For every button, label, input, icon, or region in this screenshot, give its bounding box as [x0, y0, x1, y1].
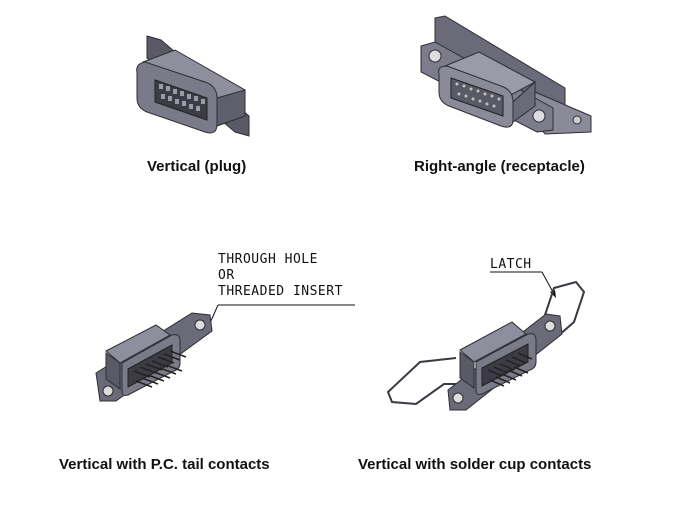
- vertical-plug-illustration: [125, 28, 265, 143]
- callout-mounting-line-3: THREADED INSERT: [218, 284, 343, 299]
- callout-latch: LATCH: [490, 257, 532, 272]
- vertical-solder-cup-illustration: [378, 278, 588, 413]
- caption-vertical-solder-cup: Vertical with solder cup contacts: [358, 456, 592, 473]
- vertical-pc-tail-illustration: [92, 305, 222, 410]
- callout-mounting-leader: [204, 304, 355, 335]
- callout-mounting-line-2: OR: [218, 268, 235, 283]
- caption-vertical-pc-tail: Vertical with P.C. tail contacts: [59, 456, 270, 473]
- callout-mounting: THROUGH HOLE OR THREADED INSERT: [218, 252, 343, 300]
- callout-latch-leader: [490, 271, 556, 298]
- caption-vertical-plug: Vertical (plug): [147, 158, 247, 175]
- caption-right-angle-receptacle: Right-angle (receptacle): [414, 158, 585, 175]
- callout-mounting-line-1: THROUGH HOLE: [218, 252, 318, 267]
- right-angle-receptacle-illustration: [415, 12, 595, 142]
